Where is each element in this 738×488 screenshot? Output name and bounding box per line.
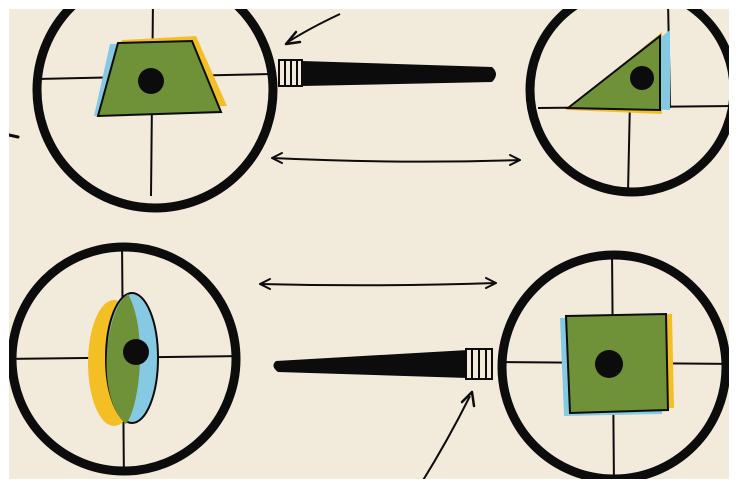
center-dot bbox=[630, 66, 654, 90]
center-dot bbox=[138, 68, 164, 94]
center-dot bbox=[123, 339, 149, 365]
center-dot bbox=[595, 350, 623, 378]
